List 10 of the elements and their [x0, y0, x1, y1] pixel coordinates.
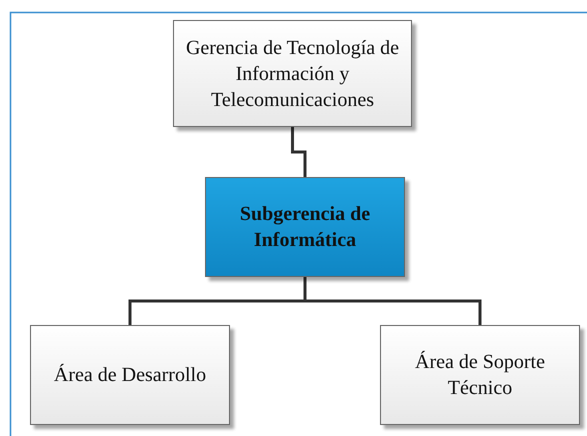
- box-label: Subgerencia de Informática: [238, 202, 372, 253]
- connector-line: [304, 277, 482, 325]
- org-box: [30, 325, 230, 425]
- org-box: [173, 20, 412, 127]
- box-label: Área de Soporte Técnico: [414, 350, 546, 401]
- org-box: [380, 325, 580, 425]
- connector-line: [291, 127, 306, 177]
- box-label: Área de Desarrollo: [54, 362, 206, 388]
- highlighted-box: [205, 177, 405, 277]
- box-label: Gerencia de Tecnología de Información y Telecomunicaciones: [184, 36, 400, 112]
